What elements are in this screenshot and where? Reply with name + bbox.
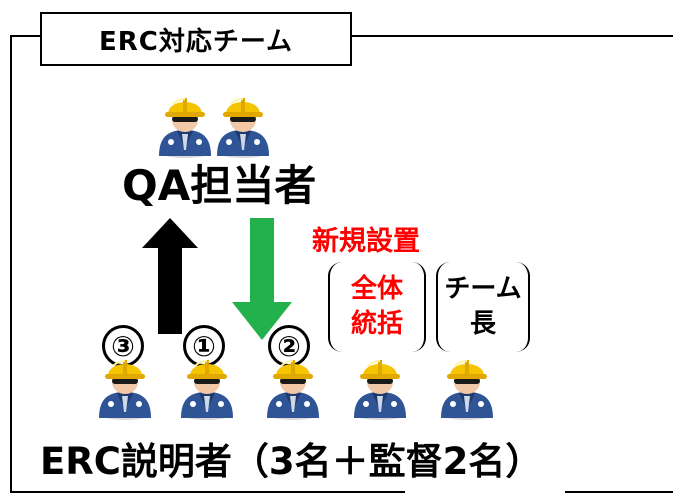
- overall-lead-line-2: 統括: [350, 309, 403, 339]
- frame-top-line: [10, 35, 40, 37]
- marker-3: ③: [102, 325, 144, 367]
- marker-2: ②: [268, 325, 310, 367]
- team-leader-line-1: チーム: [444, 273, 522, 304]
- explainer-worker-icon: [263, 352, 323, 420]
- up-arrow-icon: [142, 218, 198, 334]
- frame-bottom-line-right: [565, 491, 673, 493]
- team-leader-box: チーム 長: [436, 262, 530, 352]
- frame-top-line-right: [352, 35, 673, 37]
- team-leader-line-2: 長: [469, 309, 496, 339]
- frame-left-line: [10, 35, 12, 493]
- page-title: ERC対応チーム: [98, 26, 294, 57]
- explainer-label: ERC説明者（3名＋監督2名）: [40, 440, 543, 483]
- explainer-worker-icon: [95, 352, 155, 420]
- qa-worker-icon: [213, 90, 273, 158]
- down-arrow-icon: [232, 218, 292, 340]
- title-box: ERC対応チーム: [40, 12, 352, 66]
- overall-lead-line-1: 全体: [350, 273, 403, 304]
- new-setup-label: 新規設置: [312, 226, 420, 257]
- overall-lead-box: 全体 統括: [328, 262, 426, 352]
- qa-worker-icon: [155, 90, 215, 158]
- qa-label: QA担当者: [122, 161, 317, 210]
- supervisor-worker-icon: [437, 352, 497, 420]
- supervisor-worker-icon: [350, 352, 410, 420]
- frame-bottom-line: [10, 491, 405, 493]
- explainer-worker-icon: [177, 352, 237, 420]
